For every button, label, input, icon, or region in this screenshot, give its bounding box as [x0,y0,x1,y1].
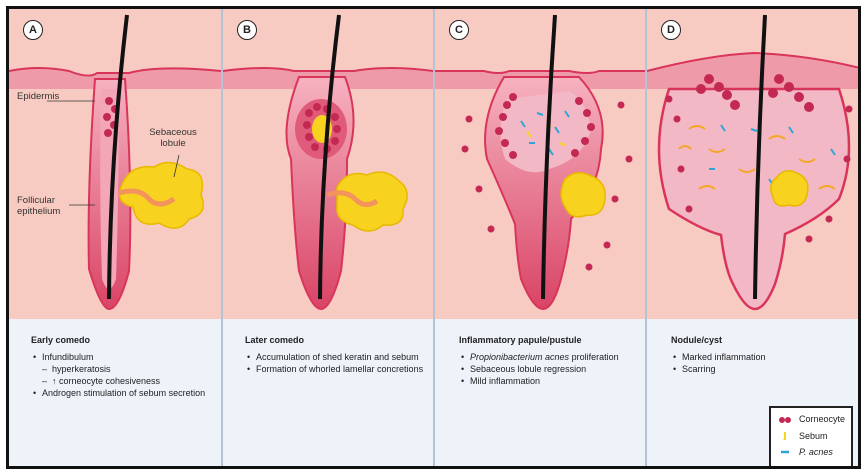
caption-item: Accumulation of shed keratin and sebum [256,351,425,363]
caption-item: Scarring [682,363,851,375]
caption-subitem: ↑ corneocyte cohesiveness [42,375,216,387]
sebum-icon [779,432,791,440]
p-acnes-icon [779,450,791,458]
panel-d-label: D [661,20,681,40]
panel-c-title: Inflammatory papule/pustule [459,334,639,346]
epidermis-label: Epidermis [17,91,59,102]
panel-b-illustration [223,9,433,319]
caption-item: Androgen stimulation of sebum secretion [42,387,216,399]
diagram-frame: A B C D Epidermis Sebaceous lobule Folli… [6,6,861,469]
caption-subitem: hyperkeratosis [42,363,216,375]
panel-b-caption: Later comedo Accumulation of shed kerati… [245,334,425,375]
panel-d-caption: Nodule/cyst Marked inflammation Scarring [671,334,851,375]
p-acnes-species: Propionibacterium acnes [470,352,569,362]
panel-d-title: Nodule/cyst [671,334,851,346]
caption-item: Formation of whorled lamellar concretion… [256,363,425,375]
panel-c-caption: Inflammatory papule/pustule Propionibact… [459,334,639,387]
follicular-epithelium-label: Follicular epithelium [17,195,69,217]
panel-b-label: B [237,20,257,40]
legend-p-acnes: P. acnes [799,447,833,457]
caption-item: Infundibulum [42,351,216,363]
panel-a-title: Early comedo [31,334,216,346]
panel-d-illustration [647,9,861,319]
caption-item-text: proliferation [569,352,619,362]
legend: Corneocyte Sebum P. acnes [769,406,853,468]
panel-c-illustration [435,9,645,319]
sebaceous-lobule-label: Sebaceous lobule [147,127,199,149]
panel-c-label: C [449,20,469,40]
caption-item: Sebaceous lobule regression [470,363,639,375]
caption-item: Mild inflammation [470,375,639,387]
legend-sebum: Sebum [799,431,828,441]
panel-a-label: A [23,20,43,40]
panel-b-title: Later comedo [245,334,425,346]
panel-a-illustration [9,9,221,319]
corneocyte-icon [779,416,791,424]
panel-a-caption: Early comedo Infundibulum hyperkeratosis… [31,334,216,399]
caption-item: Propionibacterium acnes proliferation [470,351,639,363]
caption-item: Marked inflammation [682,351,851,363]
legend-corneocyte: Corneocyte [799,414,845,424]
acne-pathogenesis-diagram [9,9,861,469]
